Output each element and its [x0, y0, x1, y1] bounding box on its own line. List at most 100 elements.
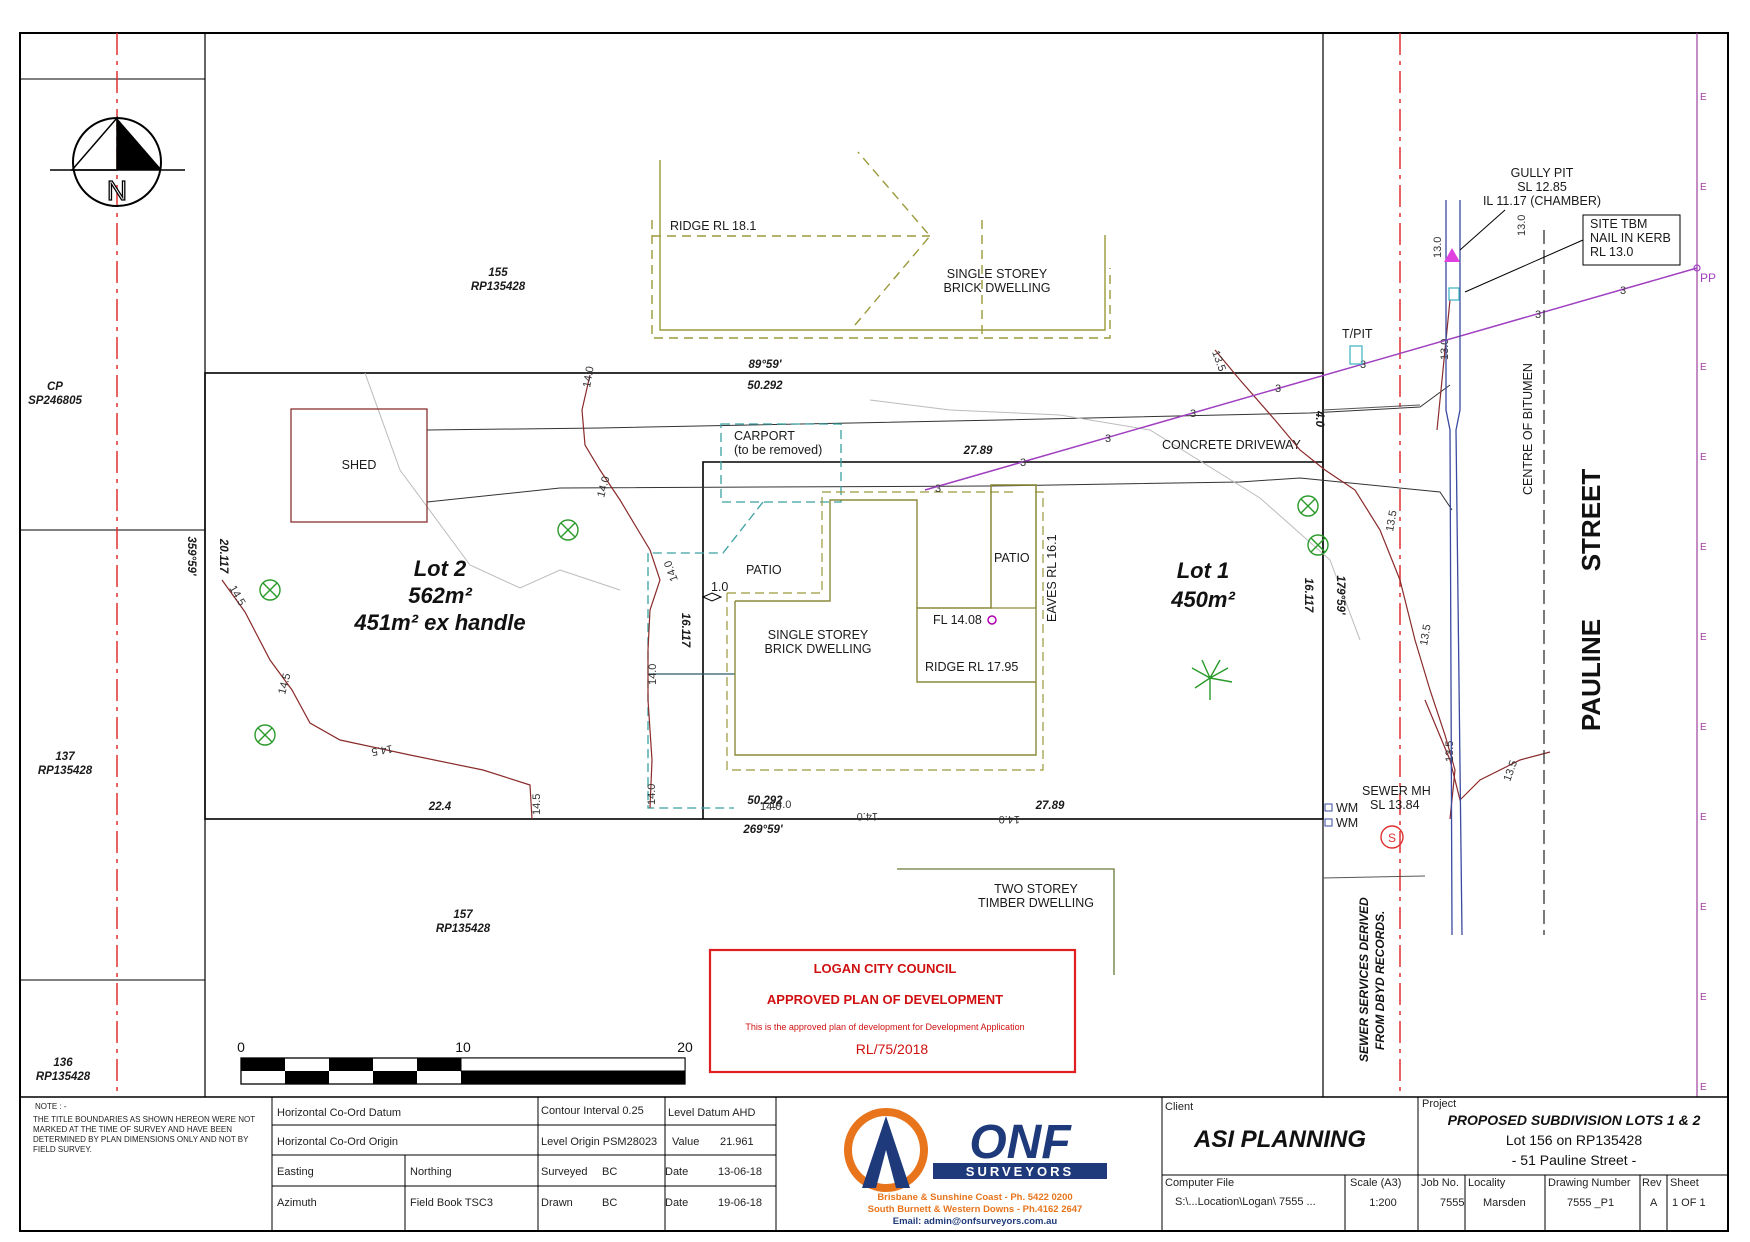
- svg-text:3: 3: [1105, 433, 1111, 445]
- lot2-ex-handle: 451m² ex handle: [353, 610, 525, 635]
- northing-label: Northing: [410, 1166, 452, 1178]
- contour-label-1: 14.0: [581, 365, 597, 388]
- north-dwelling-line2: BRICK DWELLING: [944, 281, 1051, 295]
- gully-pit-line2: SL 12.85: [1517, 180, 1567, 194]
- south-dwelling-line1: TWO STOREY: [994, 882, 1078, 896]
- contour-label-13: 14.0: [760, 801, 781, 813]
- sewer-mh-line1: SEWER MH: [1362, 784, 1431, 798]
- scale-20: 20: [677, 1039, 693, 1055]
- drawing-number: 7555 _P1: [1567, 1197, 1614, 1209]
- gully-pit-line3: IL 11.17 (CHAMBER): [1483, 194, 1601, 208]
- water-meter-1: [1324, 803, 1333, 812]
- centre-of-bitumen-label: CENTRE OF BITUMEN: [1521, 363, 1535, 495]
- purple-service-line: [924, 267, 1698, 491]
- bearing-top: 89°59': [749, 359, 783, 371]
- electrical-markers: E E E E E E E E E E E: [1700, 92, 1707, 1093]
- approval-ref: RL/75/2018: [856, 1041, 929, 1057]
- tbm-marker: [1448, 287, 1460, 301]
- water-meter-2-label: WM: [1336, 816, 1358, 830]
- job-label: Job No.: [1421, 1177, 1459, 1189]
- drawing-number-label: Drawing Number: [1548, 1177, 1631, 1189]
- svg-text:E: E: [1700, 1082, 1707, 1093]
- lot-137-number: 137: [55, 751, 75, 763]
- power-pole-label: PP: [1700, 271, 1716, 285]
- contact-line-3: Email: admin@onfsurveyors.com.au: [893, 1216, 1058, 1227]
- patio-right-label: PATIO: [994, 551, 1030, 565]
- svg-text:3: 3: [1360, 359, 1366, 371]
- lot-157-plan: RP135428: [436, 923, 491, 935]
- svg-text:3: 3: [1020, 457, 1026, 469]
- contour-label-7: 14.5: [531, 794, 543, 815]
- lot2-area: 562m²: [408, 583, 472, 608]
- tbm-line2: NAIL IN KERB: [1590, 231, 1671, 245]
- contact-line-2: South Burnett & Western Downs - Ph.4162 …: [868, 1204, 1083, 1215]
- lot-155-number: 155: [488, 267, 508, 279]
- bearing-bottom: 269°59': [742, 824, 784, 836]
- tree-icon: [1297, 495, 1319, 517]
- lot-137-plan: RP135428: [38, 765, 93, 777]
- rev-label: Rev: [1642, 1177, 1662, 1189]
- tbm-line1: SITE TBM: [1590, 217, 1647, 231]
- client-name: ASI PLANNING: [1193, 1126, 1366, 1153]
- palm-tree-icon: [1191, 659, 1233, 700]
- dwelling-eaves: [726, 491, 1044, 771]
- north-arrow: N: [50, 115, 185, 207]
- sewer-mh-marker: [1380, 825, 1404, 849]
- tree-icon: [254, 724, 276, 746]
- sewer-mh-line2: SL 13.84: [1370, 798, 1420, 812]
- boundary-street-top: [1322, 404, 1421, 411]
- street-name-word2: STREET: [1576, 469, 1606, 572]
- kerb-lines: [1445, 200, 1463, 936]
- lot-boundary: [204, 372, 1324, 820]
- patio-left-label: PATIO: [746, 563, 782, 577]
- contour-label-17: 13.5: [1444, 741, 1456, 762]
- telstra-pit-label: T/PIT: [1342, 327, 1373, 341]
- tbm-line3: RL 13.0: [1590, 245, 1633, 259]
- scale-value: 1:200: [1369, 1197, 1397, 1209]
- north-dwelling-outline: [651, 151, 1111, 339]
- contact-line-1: Brisbane & Sunshine Coast - Ph. 5422 020…: [877, 1192, 1072, 1203]
- sheet-label: Sheet: [1670, 1177, 1699, 1189]
- carport-note: (to be removed): [734, 443, 822, 457]
- approval-title: APPROVED PLAN OF DEVELOPMENT: [767, 992, 1003, 1007]
- contour-label-6: 14.5: [370, 742, 393, 758]
- rev: A: [1650, 1197, 1658, 1209]
- project-label: Project: [1422, 1098, 1456, 1110]
- lot2-name: Lot 2: [414, 556, 467, 581]
- contour-label-5: 14.5: [276, 672, 293, 696]
- scale-label: Scale (A3): [1350, 1177, 1401, 1189]
- drawn-date: 19-06-18: [718, 1197, 762, 1209]
- locality-label: Locality: [1468, 1177, 1506, 1189]
- contour-label-8: 14.0: [647, 664, 659, 685]
- approval-stamp: [708, 948, 1077, 1074]
- power-pole-marker: [1693, 264, 1701, 272]
- boundary-street-bottom: [1322, 875, 1426, 879]
- sheet-number: 1 OF 1: [1672, 1197, 1706, 1209]
- note-line-4: FIELD SURVEY.: [33, 1145, 92, 1154]
- contour-label-3: 14.0: [662, 559, 681, 583]
- scale-0: 0: [237, 1039, 245, 1055]
- tbm-box: [1582, 214, 1681, 266]
- sheet-border: [19, 32, 1729, 1232]
- contour-label-21: 13.0: [1439, 339, 1451, 360]
- eaves-rl: EAVES RL 16.1: [1045, 534, 1059, 622]
- contour-label-18: 13.5: [1502, 759, 1521, 783]
- surveyed-date: 13-06-18: [718, 1166, 762, 1178]
- project-title: PROPOSED SUBDIVISION LOTS 1 & 2: [1448, 1112, 1701, 1128]
- surveyed-by: BC: [602, 1166, 617, 1178]
- drawn-date-label: Date: [665, 1197, 688, 1209]
- bearing-left: 359°59': [185, 536, 197, 577]
- svg-text:3: 3: [1275, 383, 1281, 395]
- tree-icons: [254, 495, 1329, 746]
- length-2789-top: 27.89: [963, 445, 993, 457]
- svg-text:E: E: [1700, 992, 1707, 1003]
- cp-number: CP: [47, 381, 63, 393]
- svg-text:E: E: [1700, 452, 1707, 463]
- level-origin: Level Origin PSM28023: [541, 1136, 657, 1148]
- lot1-area: 450m²: [1170, 587, 1235, 612]
- lot1-name: Lot 1: [1177, 558, 1230, 583]
- contour-label-19: 13.0: [1432, 237, 1444, 258]
- svg-text:E: E: [1700, 92, 1707, 103]
- dwelling-line1: SINGLE STOREY: [768, 628, 869, 642]
- project-lot: Lot 156 on RP135428: [1506, 1132, 1642, 1148]
